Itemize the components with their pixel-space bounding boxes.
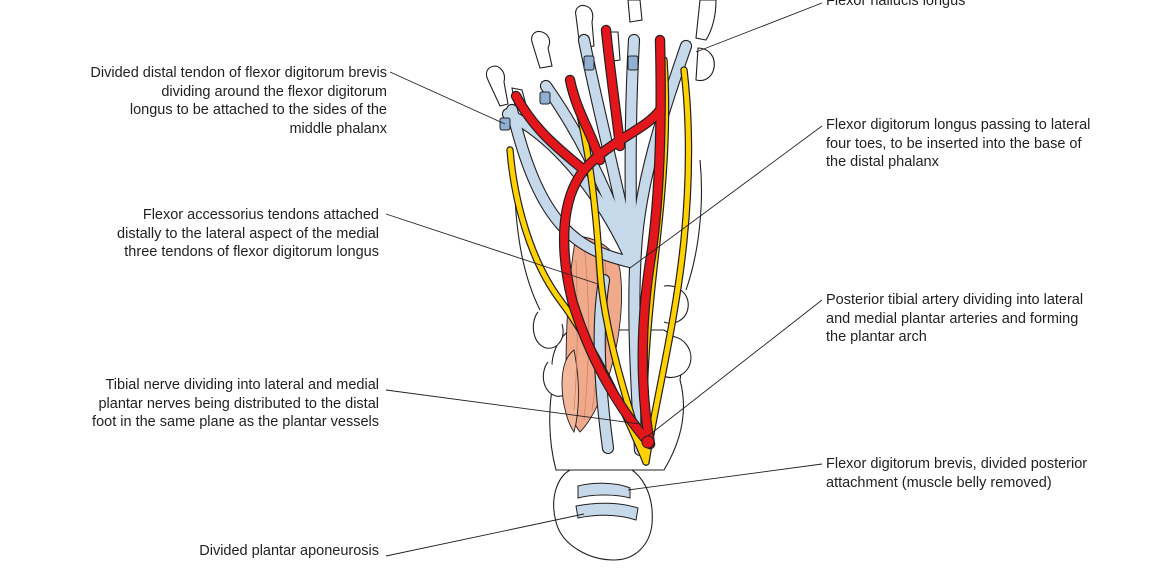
toe-phalanx — [628, 0, 642, 22]
label-flexor-accessorius: Flexor accessorius tendons attached dist… — [117, 206, 379, 262]
label-line: longus to be attached to the sides of th… — [90, 101, 387, 120]
label-plantar-aponeurosis: Divided plantar aponeurosis — [199, 542, 379, 561]
label-line: Flexor accessorius tendons attached — [117, 206, 379, 225]
fdb-divided-end — [540, 92, 550, 104]
label-line: foot in the same plane as the plantar ve… — [92, 413, 379, 432]
fdb-divided-end — [628, 56, 638, 70]
label-line: dividing around the flexor digitorum — [90, 83, 387, 102]
posterior-tibial-artery-stump — [642, 436, 654, 448]
label-line: attachment (muscle belly removed) — [826, 474, 1087, 493]
toe-phalanx — [486, 66, 508, 106]
label-fdb-distal-tendon: Divided distal tendon of flexor digitoru… — [90, 64, 387, 138]
label-line: Flexor digitorum brevis, divided posteri… — [826, 455, 1087, 474]
label-posterior-tibial-artery: Posterior tibial artery dividing into la… — [826, 291, 1083, 347]
label-fdl-lateral-four-toes: Flexor digitorum longus passing to later… — [826, 116, 1090, 172]
label-line: and medial plantar arteries and forming — [826, 310, 1083, 329]
fdb-divided-end — [584, 56, 594, 70]
label-tibial-nerve: Tibial nerve dividing into lateral and m… — [92, 376, 379, 432]
toe-phalanx — [532, 31, 552, 68]
label-line: Divided plantar aponeurosis — [199, 542, 379, 561]
leader-line-plantar-aponeurosis — [386, 514, 584, 556]
toe-phalanx — [696, 48, 714, 81]
fdl-tendon-toe-2 — [631, 40, 634, 262]
label-line: middle phalanx — [90, 120, 387, 139]
lateral-tarsal-outline — [533, 312, 563, 348]
label-line: the plantar arch — [826, 328, 1083, 347]
label-line: distally to the lateral aspect of the me… — [117, 225, 379, 244]
label-line: the distal phalanx — [826, 153, 1090, 172]
label-line: four toes, to be inserted into the base … — [826, 135, 1090, 154]
label-line: three tendons of flexor digitorum longus — [117, 243, 379, 262]
label-line: Posterior tibial artery dividing into la… — [826, 291, 1083, 310]
toe-phalanx — [696, 0, 716, 40]
label-line: plantar nerves being distributed to the … — [92, 395, 379, 414]
label-line: Divided distal tendon of flexor digitoru… — [90, 64, 387, 83]
label-line: Flexor hallucis longus — [826, 0, 965, 11]
label-line: Flexor digitorum longus passing to later… — [826, 116, 1090, 135]
label-line: Tibial nerve dividing into lateral and m… — [92, 376, 379, 395]
label-fdb-posterior-attachment: Flexor digitorum brevis, divided posteri… — [826, 455, 1087, 492]
label-flexor-hallucis-longus: Flexor hallucis longus — [826, 0, 965, 11]
